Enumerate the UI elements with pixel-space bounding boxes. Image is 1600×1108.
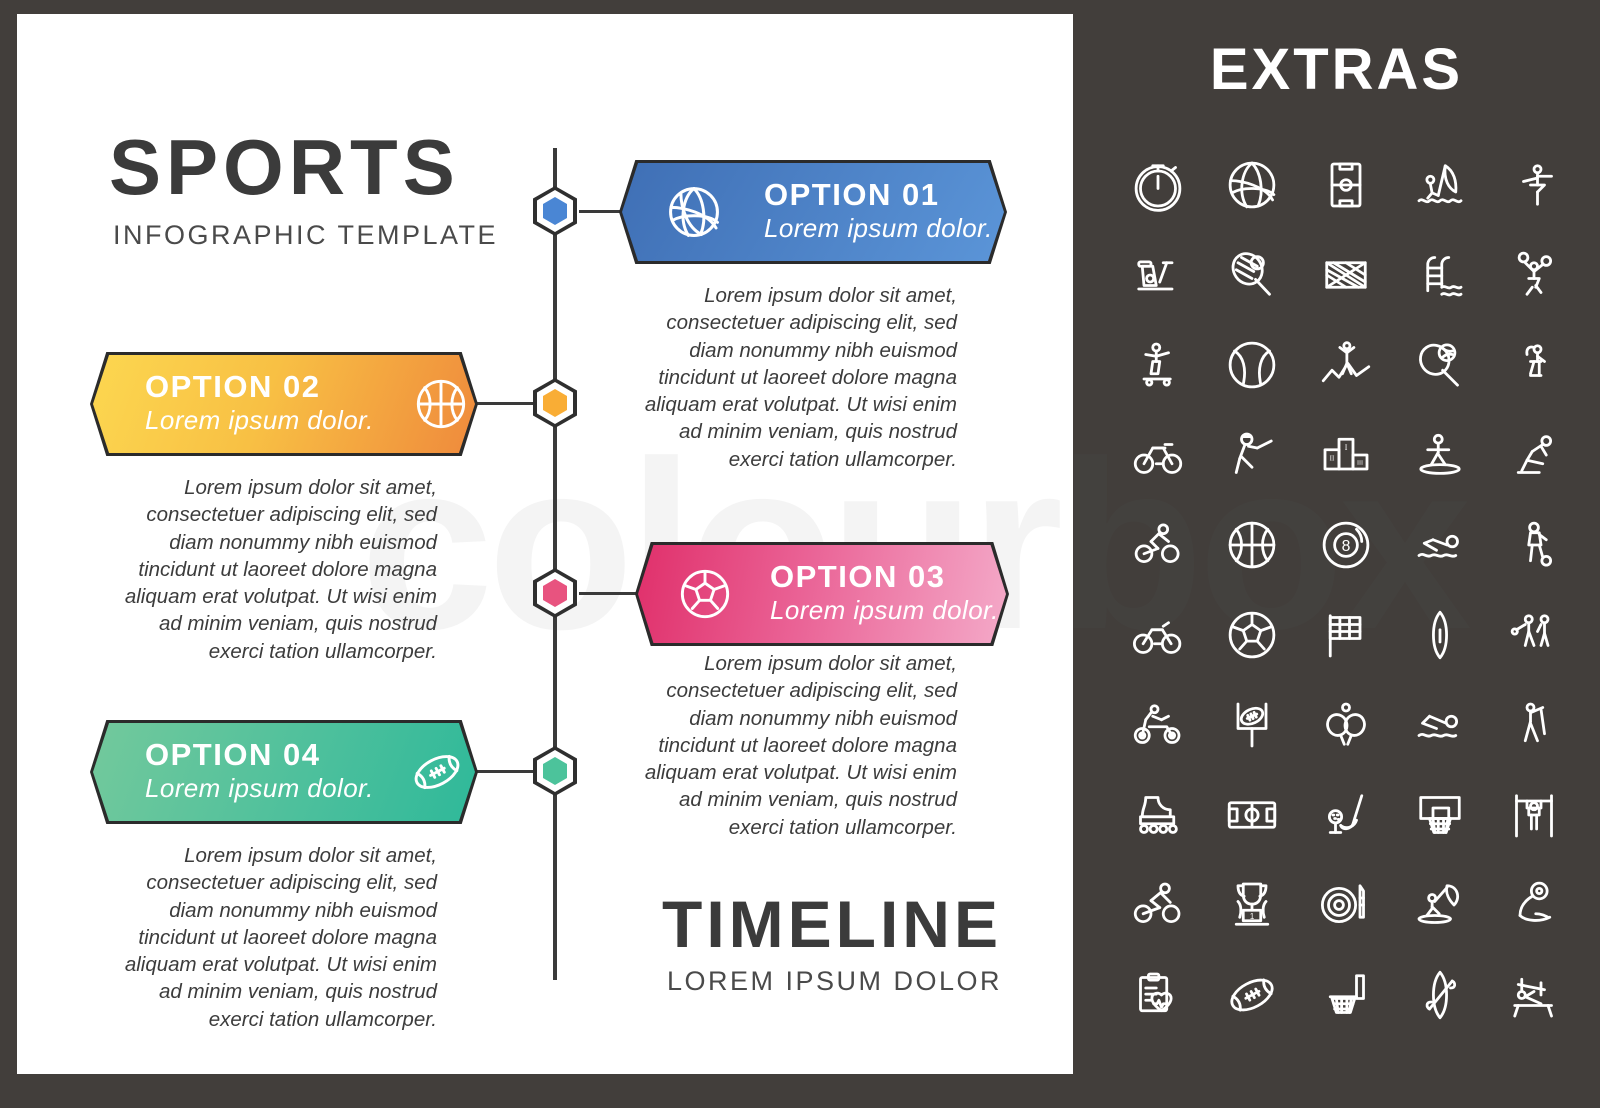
option-4-tagline: Lorem ipsum dolor. [145,773,374,804]
timeline-node-3[interactable] [533,568,577,618]
page-subtitle: INFOGRAPHIC TEMPLATE [113,220,499,250]
extras-icon-grid: I II III [1111,140,1581,1040]
pole-vault-icon[interactable] [1504,335,1564,395]
pull-up-bar-icon[interactable] [1504,785,1564,845]
american-football-icon[interactable] [1222,965,1282,1025]
option-3-text: OPTION 03 Lorem ipsum dolor. [770,561,999,626]
soccer-field-icon[interactable] [1316,155,1376,215]
kayak-icon[interactable] [1410,965,1470,1025]
pool-ladder-icon[interactable] [1410,245,1470,305]
surfer-icon[interactable] [1410,425,1470,485]
swimmer-icon[interactable] [1410,515,1470,575]
basketball-icon [412,375,470,433]
gymnast-icon[interactable] [1504,155,1564,215]
connector-stub-1 [579,210,641,213]
node-color-3 [543,579,567,607]
option-4-banner[interactable]: OPTION 04 Lorem ipsum dolor. [93,723,475,821]
svg-text:II: II [1330,454,1335,462]
tennis-ball-icon[interactable] [1222,335,1282,395]
basketball-icon[interactable] [1222,515,1282,575]
bicycle-icon[interactable] [1128,425,1188,485]
basketball-net-icon[interactable] [1316,965,1376,1025]
extras-title: EXTRAS [1209,37,1464,102]
node-color-4 [543,757,567,785]
goal-net-icon[interactable] [1316,245,1376,305]
tennis-racket-ball-icon[interactable] [1222,245,1282,305]
soccer-ball-icon [676,565,734,623]
connector-stub-3 [579,592,657,595]
stopwatch-icon[interactable] [1128,155,1188,215]
option-2-tagline: Lorem ipsum dolor. [145,405,374,436]
option-1-label: OPTION 01 [764,177,940,213]
option-3-banner[interactable]: OPTION 03 Lorem ipsum dolor. [638,545,1006,643]
option-4-body: Lorem ipsum dolor sit amet, consectetuer… [124,844,437,1031]
speed-skater-icon[interactable] [1504,425,1564,485]
swimmer-freestyle-icon[interactable] [1410,695,1470,755]
option-3-body: Lorem ipsum dolor sit amet, consectetuer… [644,652,957,839]
timeline-node-2[interactable] [533,378,577,428]
node-color-1 [543,197,567,225]
dumbbell-arm-icon[interactable] [1504,875,1564,935]
bicycle-side-icon[interactable] [1128,605,1188,665]
motorcycle-icon[interactable] [1128,695,1188,755]
svg-text:1: 1 [1250,912,1254,921]
podium-icon[interactable]: I II III [1316,425,1376,485]
trophy-podium-icon[interactable]: 1 [1222,875,1282,935]
fencing-icon[interactable] [1222,425,1282,485]
racket-ball-icon[interactable] [1410,335,1470,395]
timeline-title: TIMELINE [662,887,1002,961]
svg-text:III: III [1357,461,1363,467]
option-1-body: Lorem ipsum dolor sit amet, consectetuer… [644,284,957,471]
connector-stub-4 [469,770,533,773]
soccer-ball-icon[interactable] [1222,605,1282,665]
ping-pong-paddles-icon[interactable] [1316,695,1376,755]
timeline-node-1[interactable] [533,186,577,236]
infographic-panel: colourbox SPORTS INFOGRAPHIC TEMPLATE TI… [17,14,1472,1074]
volleyball-icon[interactable] [1222,155,1282,215]
archery-target-icon[interactable] [1316,875,1376,935]
option-3-tagline: Lorem ipsum dolor. [770,595,999,626]
option-2-body: Lorem ipsum dolor sit amet, consectetuer… [124,476,437,663]
timeline-spine [553,148,557,980]
svg-text:I: I [1345,443,1348,452]
option-2-text: OPTION 02 Lorem ipsum dolor. [145,371,374,436]
golfer-icon[interactable] [1504,695,1564,755]
option-1-tagline: Lorem ipsum dolor. [764,213,993,244]
surfboard-icon[interactable] [1410,605,1470,665]
cheerleader-icon[interactable] [1504,245,1564,305]
option-4-label: OPTION 04 [145,737,321,773]
golf-players-icon[interactable] [1504,605,1564,665]
timeline-node-4[interactable] [533,746,577,796]
soccer-player-icon[interactable] [1504,515,1564,575]
option-2-banner[interactable]: OPTION 02 Lorem ipsum dolor. [93,355,475,453]
bench-press-icon[interactable] [1504,965,1564,1025]
mountain-climber-icon[interactable] [1316,335,1376,395]
billiards-eight-ball-icon[interactable]: 8 [1316,515,1376,575]
checkered-flag-icon[interactable] [1316,605,1376,665]
cyclist-icon[interactable] [1128,515,1188,575]
option-1-banner[interactable]: OPTION 01 Lorem ipsum dolor. [622,163,1004,261]
soccer-pitch-icon[interactable] [1222,785,1282,845]
page-title: SPORTS [109,123,460,211]
timeline-subtitle: LOREM IPSUM DOLOR [667,966,1003,996]
cyclist-race-icon[interactable] [1128,875,1188,935]
exercise-bike-icon[interactable] [1128,245,1188,305]
volleyball-icon [664,182,724,242]
basketball-hoop-icon[interactable] [1410,785,1470,845]
football-goalpost-icon[interactable] [1222,695,1282,755]
option-2-label: OPTION 02 [145,369,321,405]
rollerblade-icon[interactable] [1128,785,1188,845]
golf-club-ball-icon[interactable] [1316,785,1376,845]
fitness-clipboard-icon[interactable] [1128,965,1188,1025]
connector-stub-2 [469,402,533,405]
kitesurfer-icon[interactable] [1410,875,1470,935]
option-4-text: OPTION 04 Lorem ipsum dolor. [145,739,374,804]
american-football-icon [408,743,466,801]
skateboarder-icon[interactable] [1128,335,1188,395]
svg-text:8: 8 [1342,538,1351,555]
extras-panel: EXTRAS [1073,0,1600,1108]
option-3-label: OPTION 03 [770,559,946,595]
option-1-text: OPTION 01 Lorem ipsum dolor. [764,179,993,244]
windsurfing-icon[interactable] [1410,155,1470,215]
